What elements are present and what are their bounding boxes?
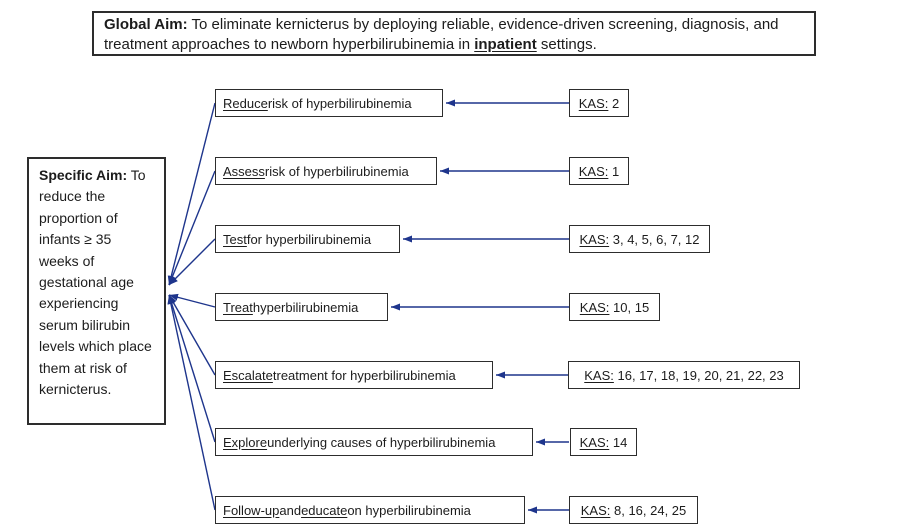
aim-box-escalate: Escalate treatment for hyperbilirubinemi… [215, 361, 493, 389]
aim-text: hyperbilirubinemia [252, 299, 359, 315]
aim-box-explore: Explore underlying causes of hyperbiliru… [215, 428, 533, 456]
global-aim-text: To eliminate kernicterus by deploying re… [104, 16, 779, 53]
kas-box-assess: KAS:1 [569, 157, 629, 185]
aim-text-end: on hyperbilirubinemia [347, 502, 471, 518]
kas-values: 8, 16, 24, 25 [613, 502, 687, 518]
aim-keyword: Assess [223, 163, 265, 179]
aim-keyword: Reduce [223, 95, 268, 111]
aim-arrow-row1 [167, 102, 216, 286]
aim-text: risk of hyperbilirubinemia [264, 163, 409, 179]
aim-text: and [279, 502, 302, 518]
kas-label: KAS: [584, 367, 614, 383]
kas-label: KAS: [578, 95, 609, 111]
aim-box-reduce: Reduce risk of hyperbilirubinemia [215, 89, 443, 117]
aim-arrow-row7 [167, 294, 216, 511]
kas-label: KAS: [580, 502, 611, 518]
aim-keyword: Escalate [223, 367, 273, 383]
aim-text: risk of hyperbilirubinemia [267, 95, 412, 111]
kas-box-escalate: KAS:16, 17, 18, 19, 20, 21, 22, 23 [568, 361, 800, 389]
specific-aim-box: Specific Aim: To reduce the proportion o… [27, 157, 166, 425]
kas-label: KAS: [579, 299, 610, 315]
kas-values: 3, 4, 5, 6, 7, 12 [612, 231, 700, 247]
aim-arrow-row4 [168, 293, 216, 308]
aim-arrow-row5 [168, 294, 216, 376]
kas-label: KAS: [579, 231, 610, 247]
kas-box-followup: KAS:8, 16, 24, 25 [569, 496, 698, 524]
kas-box-test: KAS:3, 4, 5, 6, 7, 12 [569, 225, 710, 253]
aim-keyword: Test [223, 231, 247, 247]
global-aim-box: Global Aim: To eliminate kernicterus by … [92, 11, 816, 56]
aim-keyword: Treat [223, 299, 253, 315]
kas-values: 1 [612, 163, 620, 179]
kas-label: KAS: [579, 434, 610, 450]
global-aim-text-end: settings. [536, 36, 597, 53]
aim-box-test: Test for hyperbilirubinemia [215, 225, 400, 253]
specific-aim-label: Specific Aim: [39, 167, 128, 183]
kas-values: 10, 15 [613, 299, 650, 315]
aim-keyword: Follow-up [223, 502, 280, 518]
kas-label: KAS: [578, 163, 609, 179]
aim-arrow-row3 [168, 238, 216, 286]
aim-text: underlying causes of hyperbilirubinemia [267, 434, 496, 450]
kas-values: 16, 17, 18, 19, 20, 21, 22, 23 [617, 367, 784, 383]
global-aim-label: Global Aim: [104, 16, 188, 33]
aim-box-treat: Treat hyperbilirubinemia [215, 293, 388, 321]
aim-arrow-row6 [168, 294, 216, 443]
kas-box-treat: KAS:10, 15 [569, 293, 660, 321]
aim-box-followup: Follow-up and educate on hyperbilirubine… [215, 496, 525, 524]
aim-box-assess: Assess risk of hyperbilirubinemia [215, 157, 437, 185]
aim-keyword: Explore [223, 434, 268, 450]
kas-box-reduce: KAS:2 [569, 89, 629, 117]
global-aim-highlight: inpatient [474, 36, 537, 53]
aim-keyword-2: educate [301, 502, 348, 518]
kas-values: 14 [612, 434, 628, 450]
specific-aim-text: To reduce the proportion of infants ≥ 35… [39, 167, 152, 398]
kas-values: 2 [612, 95, 620, 111]
aim-arrow-row2 [168, 170, 216, 286]
kas-box-explore: KAS:14 [570, 428, 637, 456]
aim-text: treatment for hyperbilirubinemia [272, 367, 456, 383]
aim-text: for hyperbilirubinemia [246, 231, 372, 247]
